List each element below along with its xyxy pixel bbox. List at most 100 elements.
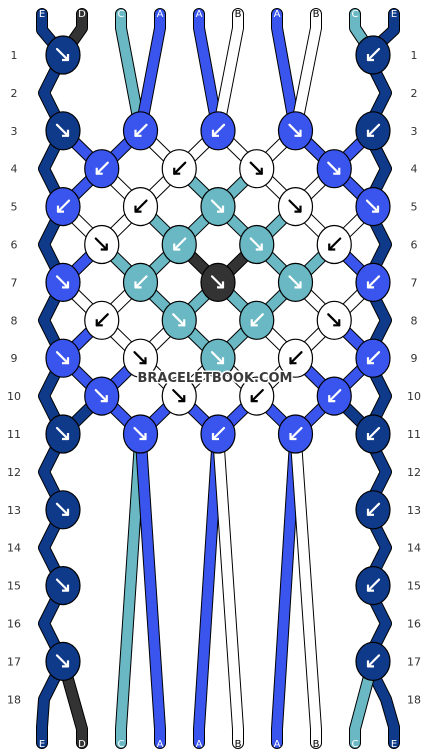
knot [355,262,391,302]
arrow-backward-icon [134,199,148,213]
knot [84,224,120,265]
arrow-forward-icon [210,351,225,365]
bottom-string-6 [272,429,301,748]
knot [45,641,81,682]
knot [122,414,159,454]
arrow-backward-icon [211,123,226,137]
knot [355,565,391,606]
knots-layer [45,35,391,682]
arrow-forward-icon [55,275,70,289]
knot [277,338,314,378]
row-number-right: 3 [411,125,418,138]
arrow-backward-icon [134,123,148,137]
arrow-forward-icon [288,199,302,213]
top-string-label: C [118,9,125,20]
arrow-forward-icon [172,313,186,327]
arrow-backward-icon [366,502,381,516]
knot [355,35,391,75]
knot [45,490,81,530]
watermark: BRACELETBOOK.COM [138,371,293,386]
arrow-forward-icon [249,161,263,175]
bottom-string-8 [350,656,378,748]
knot [316,149,352,189]
top-string-label: A [157,9,164,20]
knot [277,111,314,151]
row-number-left: 7 [11,276,18,289]
knot [239,300,275,340]
knot [355,187,391,227]
row-number-left: 1 [11,49,18,62]
arrow-backward-icon [366,47,381,62]
arrow-forward-icon [133,351,147,365]
top-string-3 [135,9,165,136]
arrow-forward-icon [288,123,302,137]
bottom-string-1 [58,656,87,748]
bottom-string-label: E [391,739,397,750]
row-number-right: 17 [407,655,421,668]
knot [161,300,197,340]
knot [316,300,352,340]
knot [239,224,275,265]
top-string-5 [213,9,243,136]
arrow-backward-icon [289,351,303,365]
knot [355,641,391,682]
row-number-right: 15 [407,580,421,593]
knot [316,376,352,416]
knot [122,111,159,151]
knot [161,224,197,265]
row-number-left: 4 [11,163,18,176]
arrow-forward-icon [327,313,341,327]
knot [161,376,197,416]
knot [355,490,391,530]
row-number-right: 9 [411,352,418,365]
top-string-2 [116,9,146,136]
arrow-forward-icon [288,275,302,289]
knot [45,187,81,227]
row-number-left: 9 [11,352,18,365]
bottom-string-label: D [78,739,86,750]
row-number-left: 11 [7,428,21,441]
bottom-string-3 [135,429,165,748]
knot [200,338,236,378]
knot [355,338,391,378]
arrow-backward-icon [173,237,187,251]
knot [355,111,391,151]
edge-string-left [37,9,68,748]
row-number-right: 2 [411,87,418,100]
top-string-label: A [196,9,203,20]
top-string-label: E [39,9,45,20]
top-string-label: C [352,9,359,20]
arrow-backward-icon [366,351,381,365]
arrow-backward-icon [366,654,381,668]
knot [122,262,159,302]
knot [239,376,275,416]
knot [200,262,236,302]
bottom-string-label: A [274,739,281,750]
row-number-left: 3 [11,125,18,138]
row-number-right: 4 [411,163,418,176]
arrow-backward-icon [328,389,342,403]
arrow-forward-icon [210,199,225,213]
row-number-right: 16 [407,618,421,631]
arrow-backward-icon [366,426,381,441]
bottom-string-label: C [352,739,359,750]
top-string-label: D [78,9,86,20]
knot [277,414,314,454]
knot [122,187,159,227]
arrow-forward-icon [55,654,70,668]
arrow-backward-icon [56,199,71,213]
row-number-left: 12 [7,466,21,479]
row-number-right: 8 [411,314,418,327]
top-string-label: A [274,9,281,20]
arrow-forward-icon [55,351,70,365]
row-number-right: 18 [407,693,421,706]
arrow-forward-icon [172,389,186,403]
row-number-left: 8 [11,314,18,327]
row-number-left: 5 [11,201,18,214]
knot [316,224,352,265]
row-number-left: 2 [11,87,18,100]
knot [84,376,120,416]
knot [355,414,391,454]
